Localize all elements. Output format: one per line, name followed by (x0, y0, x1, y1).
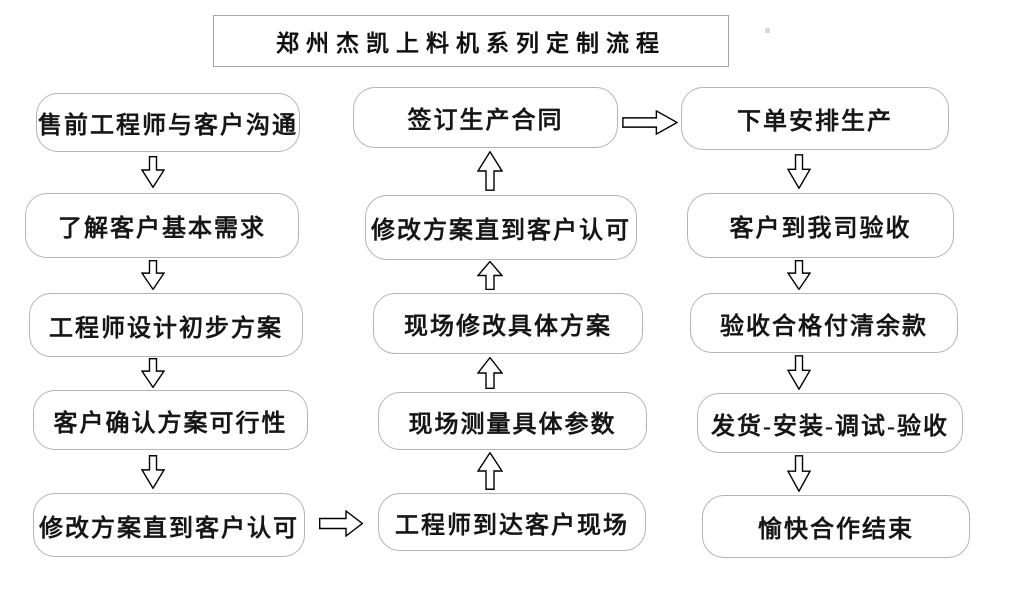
down-arrow-icon (141, 260, 165, 290)
right-arrow-icon (319, 510, 363, 537)
node-onsite-measure-parameters: 现场测量具体参数 (378, 392, 647, 450)
node-revise-until-approved: 修改方案直到客户认可 (33, 493, 305, 557)
node-onsite-revise-until-approved: 修改方案直到客户认可 (365, 195, 637, 260)
diagram-title-box: 郑州杰凯上料机系列定制流程 (213, 15, 729, 67)
node-sign-contract: 签订生产合同 (353, 87, 618, 148)
node-place-order-production: 下单安排生产 (681, 87, 949, 150)
down-arrow-icon (787, 355, 811, 390)
down-arrow-icon (141, 455, 165, 489)
node-onsite-modify-plan: 现场修改具体方案 (373, 293, 643, 354)
node-ship-install-debug-accept: 发货-安装-调试-验收 (697, 393, 963, 453)
node-presales-communication: 售前工程师与客户沟通 (36, 93, 300, 152)
up-arrow-icon (477, 452, 503, 490)
down-arrow-icon (141, 358, 165, 388)
node-engineer-arrives-site: 工程师到达客户现场 (378, 493, 646, 551)
up-arrow-icon (477, 151, 503, 191)
stray-dot (765, 28, 770, 33)
down-arrow-icon (787, 154, 811, 189)
down-arrow-icon (787, 455, 811, 492)
node-cooperation-end: 愉快合作结束 (702, 495, 970, 558)
node-pay-remaining-balance: 验收合格付清余款 (690, 293, 958, 353)
up-arrow-icon (477, 357, 503, 389)
right-arrow-icon (622, 110, 678, 135)
up-arrow-icon (477, 261, 503, 290)
node-initial-design: 工程师设计初步方案 (29, 293, 303, 357)
diagram-title: 郑州杰凯上料机系列定制流程 (276, 31, 666, 56)
node-customer-acceptance-visit: 客户到我司验收 (687, 193, 954, 258)
down-arrow-icon (141, 156, 165, 188)
down-arrow-icon (787, 260, 811, 290)
node-understand-needs: 了解客户基本需求 (25, 193, 299, 258)
node-confirm-feasibility: 客户确认方案可行性 (33, 390, 308, 450)
